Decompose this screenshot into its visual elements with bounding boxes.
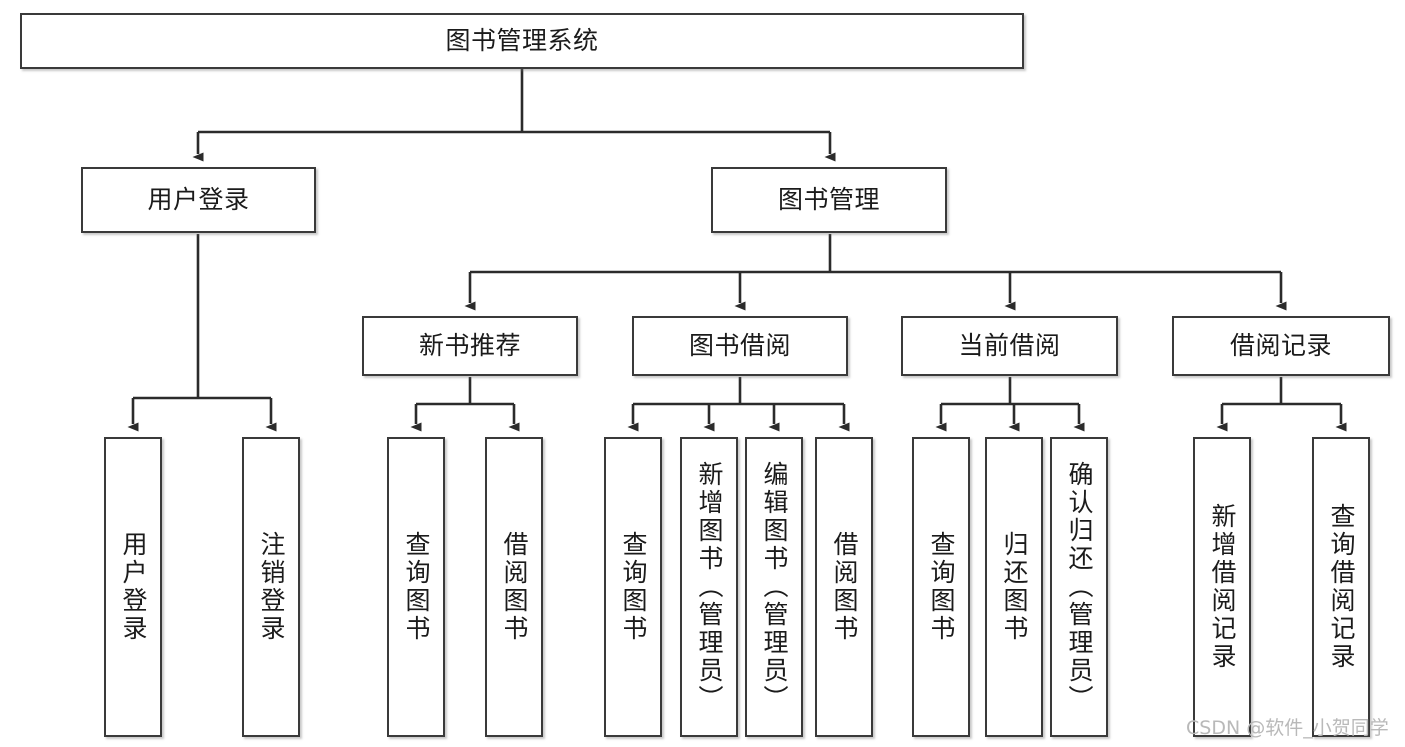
leaf-query-book-current[interactable]: 查询图书 bbox=[912, 437, 970, 737]
node-label: 编辑图书（管理员） bbox=[760, 461, 789, 713]
node-label: 图书管理系统 bbox=[445, 26, 599, 56]
node-label: 用户登录 bbox=[119, 531, 148, 643]
node-label: 新书推荐 bbox=[418, 331, 521, 361]
node-label: 确认归还（管理员） bbox=[1065, 461, 1094, 713]
node-current-borrow[interactable]: 当前借阅 bbox=[901, 316, 1118, 376]
node-label: 图书借阅 bbox=[688, 331, 791, 361]
node-label: 借阅图书 bbox=[830, 531, 859, 643]
node-label: 用户登录 bbox=[147, 185, 250, 215]
node-label: 查询图书 bbox=[402, 531, 431, 643]
node-label: 借阅记录 bbox=[1229, 331, 1332, 361]
leaf-user-login[interactable]: 用户登录 bbox=[104, 437, 162, 737]
node-book-borrow[interactable]: 图书借阅 bbox=[632, 316, 848, 376]
node-book-management[interactable]: 图书管理 bbox=[711, 167, 947, 233]
node-label: 查询借阅记录 bbox=[1327, 503, 1356, 671]
leaf-confirm-return-admin[interactable]: 确认归还（管理员） bbox=[1050, 437, 1108, 737]
node-label: 图书管理 bbox=[777, 185, 880, 215]
node-label: 归还图书 bbox=[1000, 531, 1029, 643]
node-label: 新增借阅记录 bbox=[1208, 503, 1237, 671]
leaf-add-book-admin[interactable]: 新增图书（管理员） bbox=[680, 437, 738, 737]
leaf-query-book-recommend[interactable]: 查询图书 bbox=[387, 437, 445, 737]
leaf-return-book[interactable]: 归还图书 bbox=[985, 437, 1043, 737]
node-label: 查询图书 bbox=[927, 531, 956, 643]
node-user-login[interactable]: 用户登录 bbox=[81, 167, 316, 233]
node-borrow-record[interactable]: 借阅记录 bbox=[1172, 316, 1390, 376]
node-label: 查询图书 bbox=[619, 531, 648, 643]
leaf-borrow-book[interactable]: 借阅图书 bbox=[815, 437, 873, 737]
node-label: 注销登录 bbox=[257, 531, 286, 643]
node-root-system[interactable]: 图书管理系统 bbox=[20, 13, 1024, 69]
node-label: 借阅图书 bbox=[500, 531, 529, 643]
leaf-query-borrow-record[interactable]: 查询借阅记录 bbox=[1312, 437, 1370, 737]
leaf-logout[interactable]: 注销登录 bbox=[242, 437, 300, 737]
leaf-add-borrow-record[interactable]: 新增借阅记录 bbox=[1193, 437, 1251, 737]
node-new-book-recommend[interactable]: 新书推荐 bbox=[362, 316, 578, 376]
node-label: 新增图书（管理员） bbox=[695, 461, 724, 713]
leaf-borrow-book-recommend[interactable]: 借阅图书 bbox=[485, 437, 543, 737]
leaf-edit-book-admin[interactable]: 编辑图书（管理员） bbox=[745, 437, 803, 737]
node-label: 当前借阅 bbox=[958, 331, 1061, 361]
watermark: CSDN @软件_小贺同学 bbox=[1186, 717, 1389, 739]
leaf-query-book-borrow[interactable]: 查询图书 bbox=[604, 437, 662, 737]
